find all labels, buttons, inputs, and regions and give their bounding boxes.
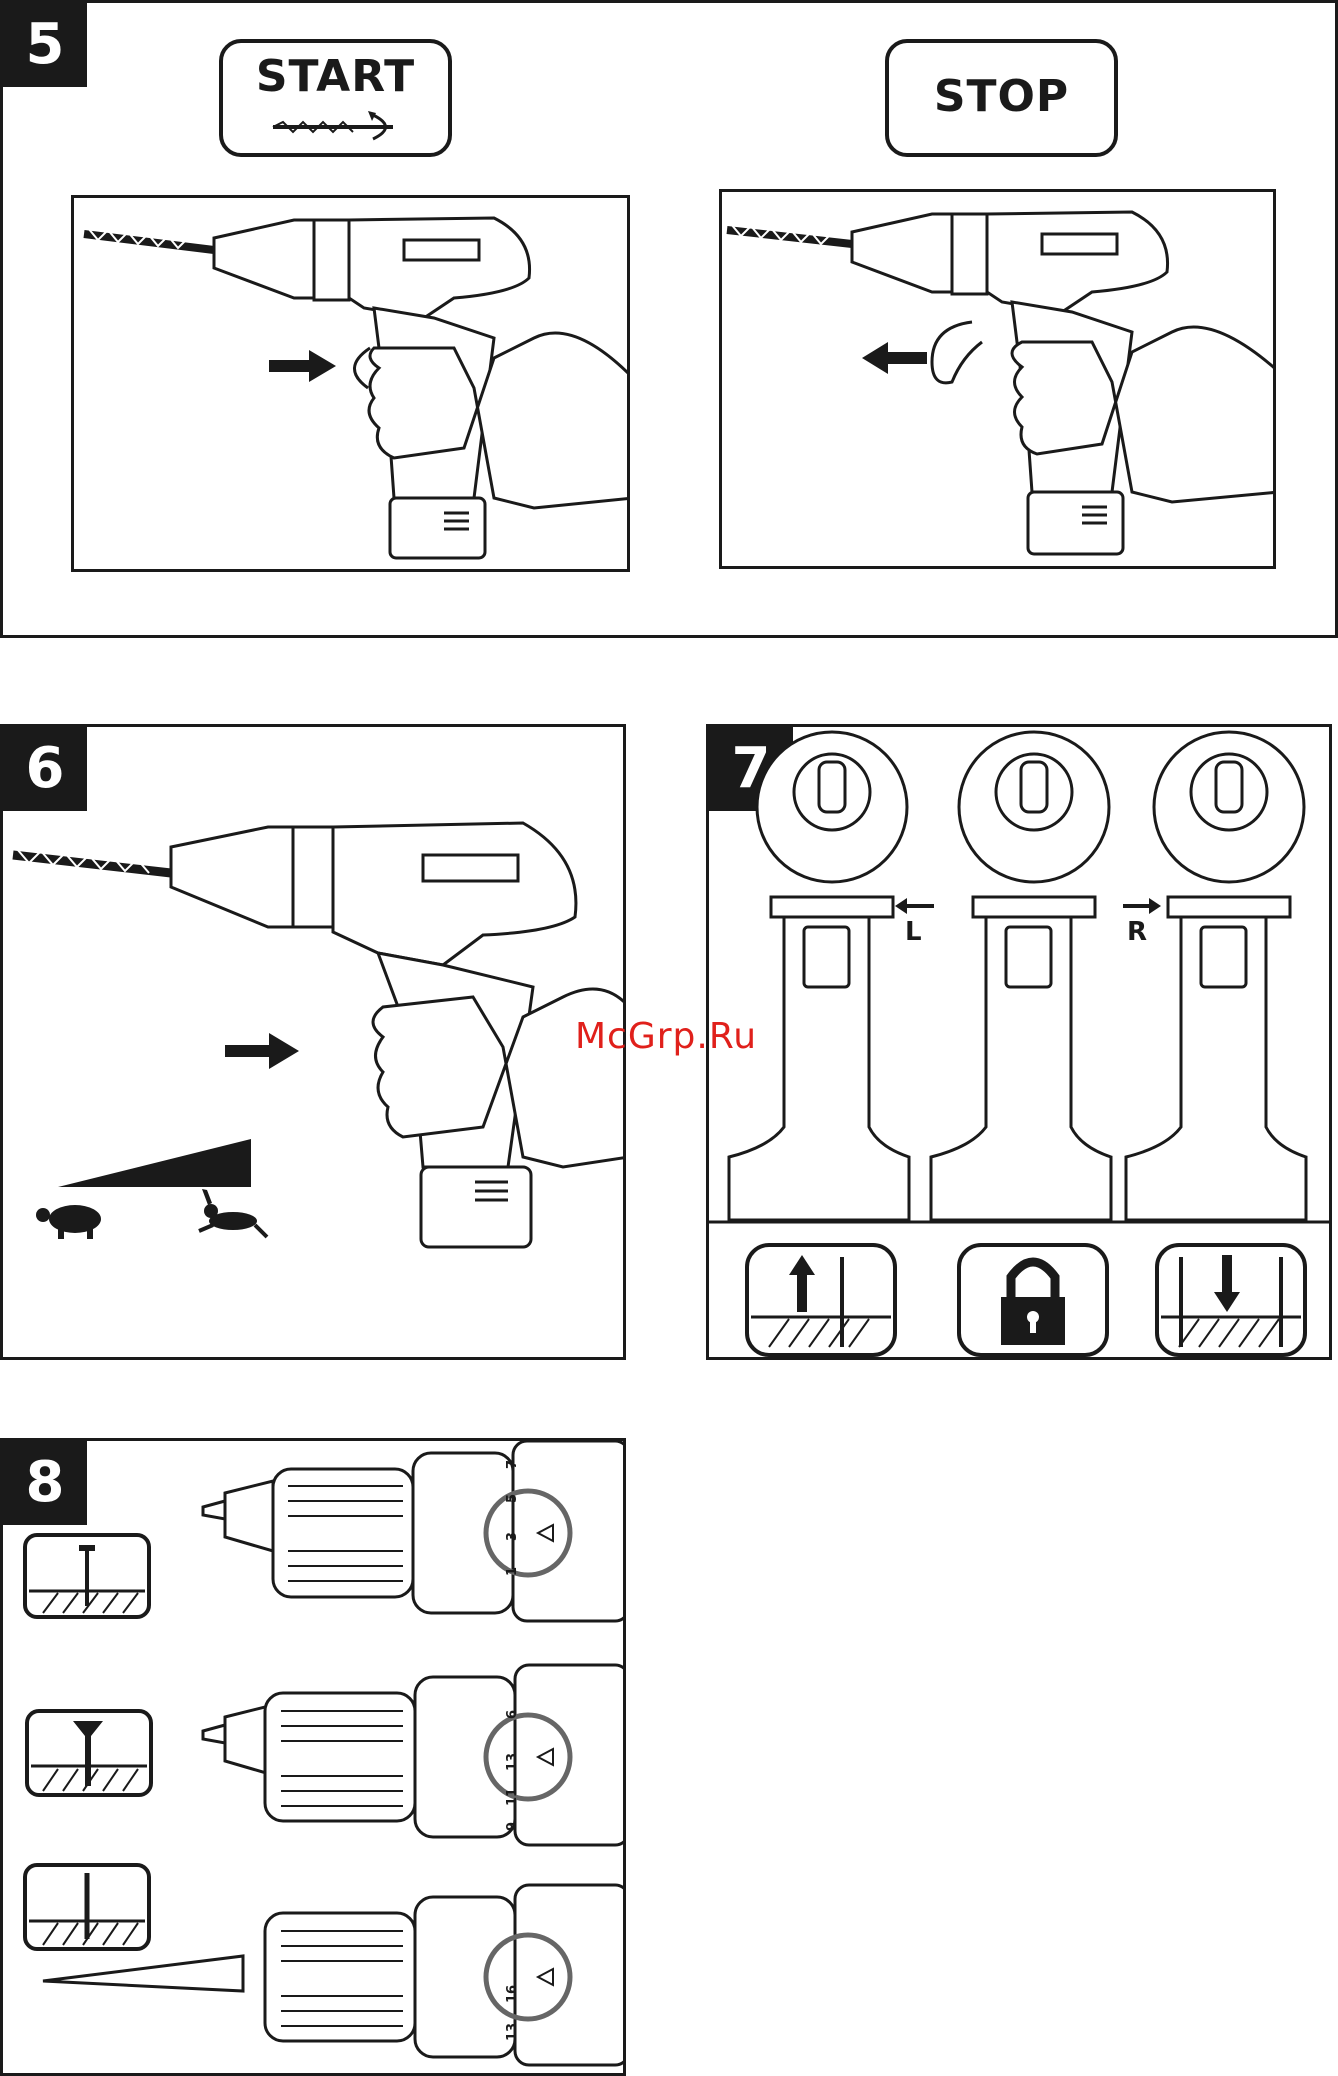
dial-bot-13: 13 [505,2023,520,2041]
drill-released-illustration [722,192,1276,569]
dial-top-1: 1 [505,1567,520,1576]
dial-mid-11: 11 [505,1788,520,1806]
small-screw-icon [25,1535,149,1617]
watermark: McGrp.Ru [575,1016,757,1057]
dial-top-3: 3 [505,1532,520,1541]
drill-stop-frame [719,189,1276,569]
torque-setting-illustration: 1 3 5 7 9 11 13 6 13 16 [3,1441,626,2076]
dial-mid-6: 6 [505,1710,520,1719]
dial-bot-16: 16 [505,1985,520,2003]
direction-selector-illustration [709,727,1332,1360]
screw-out-icon [747,1245,895,1355]
arrow-right-icon [269,350,336,382]
stop-badge: STOP [885,39,1118,157]
dial-mid-13: 13 [505,1753,520,1771]
screw-in-icon [1157,1245,1305,1355]
dial-top-7: 7 [505,1460,520,1469]
arrow-right-icon [225,1033,299,1069]
step-number-5: 5 [3,3,87,87]
stop-label: STOP [934,71,1069,122]
lock-icon [959,1245,1107,1355]
arrow-left-icon [862,342,927,374]
right-direction-label: R [1127,917,1147,947]
arrow-right-icon [1123,898,1161,914]
turtle-icon [36,1205,101,1239]
wood-screw-icon [27,1711,151,1795]
drill-start-frame [71,195,630,572]
start-label: START [223,51,448,102]
speed-ramp [58,1139,251,1187]
start-badge: START [219,39,452,157]
drill-bit-rotation-icon [223,105,456,155]
rabbit-icon [199,1189,267,1237]
drill-in-hand-illustration [74,198,630,572]
dial-top-5: 5 [505,1494,520,1503]
arrow-left-icon [895,898,934,914]
dial-mid-9: 9 [505,1822,520,1831]
left-direction-label: L [905,917,922,947]
drill-bit-icon [25,1865,149,1949]
panel-8: 8 [0,1438,626,2076]
panel-7: 7 [706,724,1332,1360]
panel-6: 6 [0,724,626,1360]
panel-5: 5 START STOP [0,0,1338,638]
variable-speed-illustration [3,727,626,1360]
